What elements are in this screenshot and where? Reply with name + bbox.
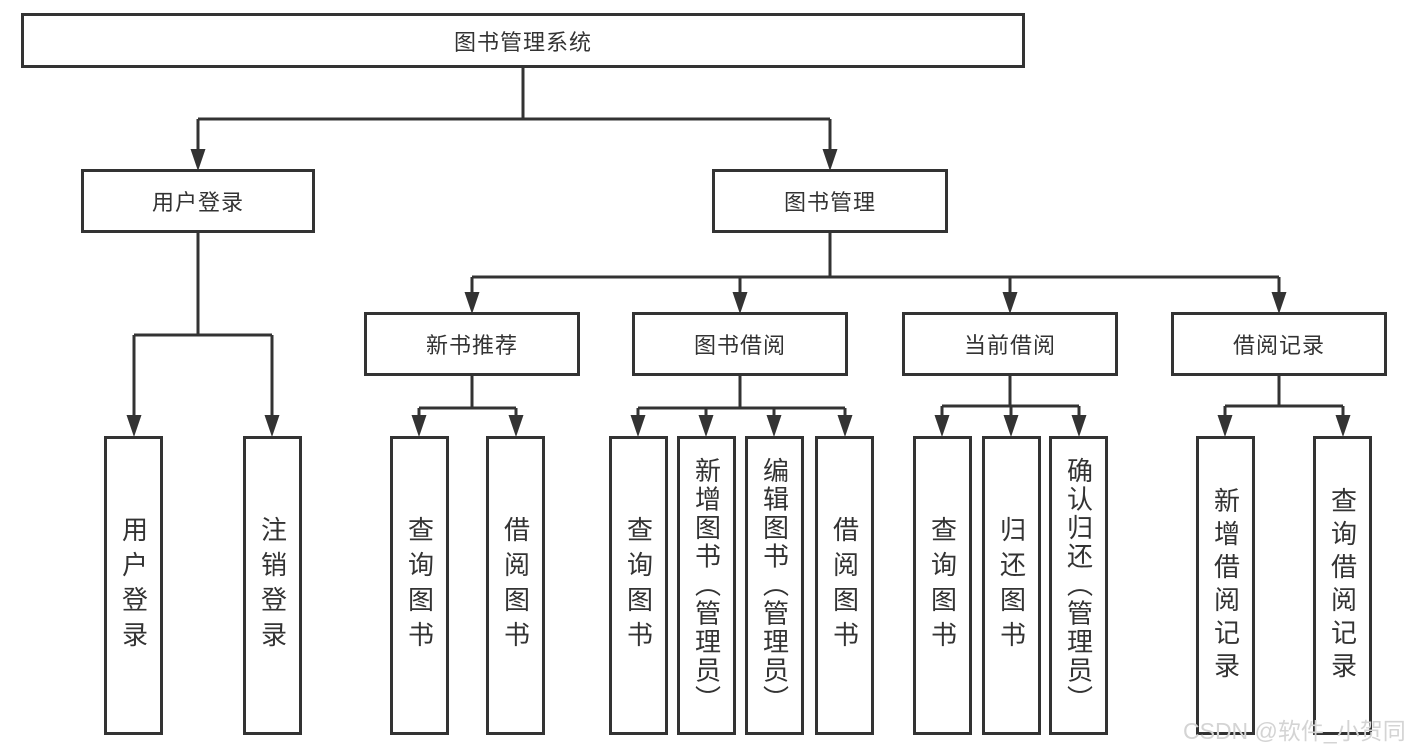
leaf-user-login-label: 用户登录	[118, 515, 149, 656]
leaf-newbook-borrow-book: 借阅图书	[486, 436, 545, 735]
node-user-login: 用户登录	[81, 169, 315, 233]
leaf-user-login: 用户登录	[104, 436, 163, 735]
node-book-management: 图书管理	[712, 169, 948, 233]
leaf-record-add-record: 新增借阅记录	[1196, 436, 1255, 735]
leaf-borrow-query-book: 查询图书	[609, 436, 668, 735]
leaf-record-query-record: 查询借阅记录	[1313, 436, 1372, 735]
leaf-borrow-borrow-book-label: 借阅图书	[829, 515, 860, 656]
leaf-borrow-query-book-label: 查询图书	[623, 515, 654, 656]
leaf-borrow-edit-book-admin: 编辑图书（管理员）	[745, 436, 804, 735]
node-borrow-record: 借阅记录	[1171, 312, 1387, 376]
leaf-record-query-record-label: 查询借阅记录	[1327, 486, 1358, 685]
leaf-current-query-book: 查询图书	[913, 436, 972, 735]
leaf-borrow-add-book-admin: 新增图书（管理员）	[677, 436, 736, 735]
leaf-newbook-query-book: 查询图书	[390, 436, 449, 735]
node-root-label: 图书管理系统	[453, 29, 592, 55]
node-borrow-record-label: 借阅记录	[1232, 333, 1325, 358]
node-current-borrow-label: 当前借阅	[963, 333, 1056, 358]
node-new-book-recommend: 新书推荐	[364, 312, 580, 376]
leaf-current-confirm-return-admin-label: 确认归还（管理员）	[1063, 457, 1094, 714]
leaf-current-return-book-label: 归还图书	[996, 515, 1027, 656]
node-book-borrow-label: 图书借阅	[693, 333, 786, 358]
leaf-record-add-record-label: 新增借阅记录	[1210, 486, 1241, 685]
leaf-borrow-add-book-admin-label: 新增图书（管理员）	[691, 457, 722, 714]
leaf-borrow-borrow-book: 借阅图书	[815, 436, 874, 735]
leaf-newbook-borrow-book-label: 借阅图书	[500, 515, 531, 656]
node-book-management-label: 图书管理	[783, 190, 876, 215]
csdn-watermark: CSDN @软件_小贺同学	[1183, 718, 1405, 744]
leaf-current-return-book: 归还图书	[982, 436, 1041, 735]
node-root-library-system: 图书管理系统	[21, 13, 1025, 68]
arrowheads	[126, 149, 1351, 437]
node-current-borrow: 当前借阅	[902, 312, 1118, 376]
node-new-book-recommend-label: 新书推荐	[425, 333, 518, 358]
leaf-current-query-book-label: 查询图书	[927, 515, 958, 656]
leaf-logout-login: 注销登录	[243, 436, 302, 735]
node-book-borrow: 图书借阅	[632, 312, 848, 376]
node-user-login-label: 用户登录	[151, 190, 244, 215]
leaf-logout-login-label: 注销登录	[257, 515, 288, 656]
tree-edges	[132, 68, 1345, 417]
leaf-borrow-edit-book-admin-label: 编辑图书（管理员）	[759, 457, 790, 714]
leaf-current-confirm-return-admin: 确认归还（管理员）	[1049, 436, 1108, 735]
leaf-newbook-query-book-label: 查询图书	[404, 515, 435, 656]
